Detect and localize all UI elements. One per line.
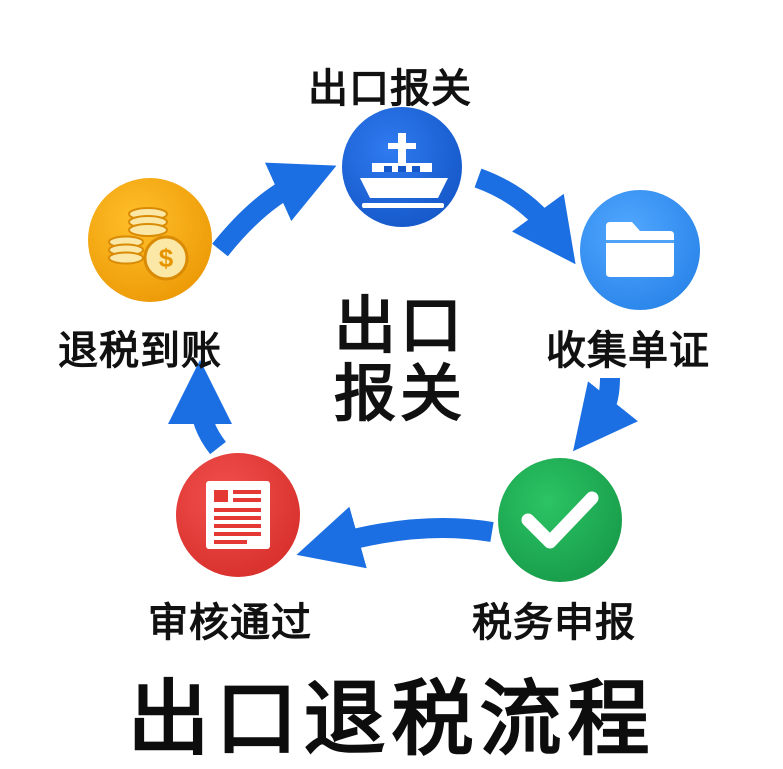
center-title: 出口 报关: [300, 292, 500, 428]
coins-icon: $: [88, 178, 212, 302]
arrow-coins-to-ship: [212, 162, 337, 257]
step-label-refund-received: 退税到账: [58, 328, 222, 374]
step-label-collect-documents: 收集单证: [546, 328, 710, 374]
center-title-line1: 出口: [333, 289, 466, 362]
document-icon: [176, 453, 300, 577]
center-title-line2: 报关: [333, 357, 466, 430]
folder-icon: [580, 190, 700, 310]
checkmark-icon: [498, 458, 622, 582]
step-label-tax-declaration: 税务申报: [472, 600, 636, 646]
arrow-check-to-doc: [296, 506, 494, 569]
svg-text:$: $: [159, 243, 174, 273]
step-label-export-declaration: 出口报关: [308, 66, 472, 112]
page-title: 出口退税流程: [127, 672, 656, 767]
arrow-doc-to-coins: [168, 360, 233, 455]
arrow-ship-to-folder: [474, 168, 576, 265]
arrow-folder-to-check: [573, 377, 638, 452]
ship-icon: [342, 107, 462, 227]
step-label-review-approved: 审核通过: [148, 600, 312, 646]
